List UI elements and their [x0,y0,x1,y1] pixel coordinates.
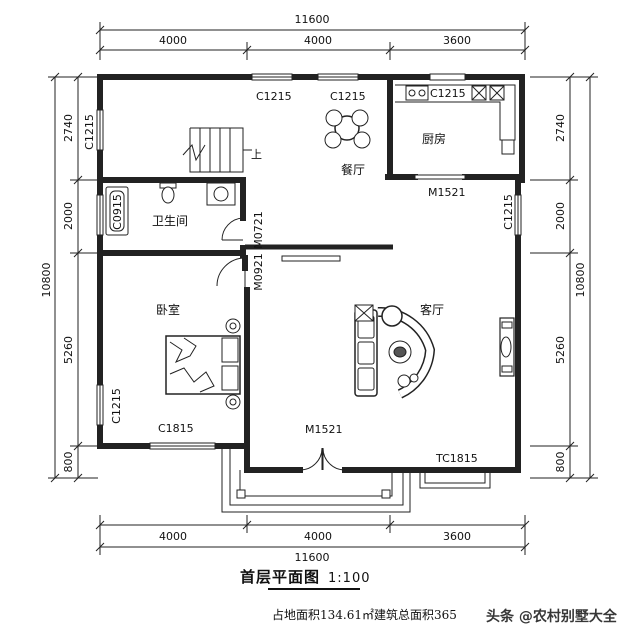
top-segment-1: 4000 [159,34,187,47]
right-segment-4: 800 [554,452,567,473]
windows [96,73,522,489]
window-c1215-kitchen: C1215 [430,87,466,100]
bottom-segment-1: 4000 [159,530,187,543]
door-m0721: M0721 [252,211,265,249]
bottom-segment-3: 3600 [443,530,471,543]
window-c1215-right: C1215 [502,194,515,230]
area-summary: 占地面积134.61㎡建筑总面积365 [272,608,457,622]
stairs: 上 [182,127,262,173]
plan-title-text: 首层平面图 [240,568,321,586]
plan-title: 首层平面图 1:100 [240,566,420,587]
room-kitchen-label: 厨房 [422,131,446,146]
left-segment-3: 5260 [62,336,75,364]
right-segment-1: 2740 [554,114,567,142]
room-bathroom-label: 卫生间 [152,214,188,228]
room-living-label: 客厅 [420,302,444,317]
room-labels: 餐厅 厨房 卫生间 卧室 客厅 [152,131,446,317]
window-c1815: C1815 [158,422,194,435]
bottom-segment-2: 4000 [304,530,332,543]
plan-scale: 1:100 [328,571,371,586]
left-segment-1: 2740 [62,114,75,142]
bed [165,318,241,410]
door-m0921: M0921 [252,253,265,291]
left-segment-4: 800 [62,452,75,473]
bottom-dimensions: 4000 4000 3600 11600 [95,515,530,564]
right-dimensions: 2740 2000 5260 800 10800 [530,72,598,483]
window-c1215-left-top: C1215 [83,114,96,150]
title-underline [268,588,360,590]
top-segment-2: 4000 [304,34,332,47]
watermark-logo: 头条 @农村别墅大全 [486,609,617,625]
opening-labels: C1215 C1215 C1215 C1215 C0915 M0721 M092… [83,87,515,465]
room-bedroom-label: 卧室 [156,302,180,317]
walls [97,74,525,473]
sofa-set [354,304,436,399]
kitchen-fixtures [395,84,516,155]
window-c0915: C0915 [111,194,124,230]
top-dimensions: 11600 4000 4000 3600 [95,13,530,60]
window-c1215-top-a: C1215 [256,90,292,103]
left-segment-2: 2000 [62,202,75,230]
door-m1521-kitchen: M1521 [428,186,466,199]
room-dining-label: 餐厅 [341,162,365,177]
window-tc1815: TC1815 [435,452,478,465]
porch [221,446,411,513]
right-segment-2: 2000 [554,202,567,230]
bottom-total-dimension: 11600 [295,551,330,564]
door-m1521-entry: M1521 [305,423,343,436]
top-segment-3: 3600 [443,34,471,47]
stair-up-label: 上 [251,148,262,161]
window-c1215-left-bedroom: C1215 [110,388,123,424]
bathroom-fixtures [105,182,236,236]
doors [216,174,466,471]
right-segment-3: 5260 [554,336,567,364]
left-dimensions: 10800 2740 2000 5260 800 [40,72,98,483]
window-c1215-top-b: C1215 [330,90,366,103]
right-total-dimension: 10800 [574,263,587,298]
dining-table [324,109,371,149]
top-total-dimension: 11600 [295,13,330,26]
left-total-dimension: 10800 [40,263,53,298]
tv-cabinet [499,317,515,377]
